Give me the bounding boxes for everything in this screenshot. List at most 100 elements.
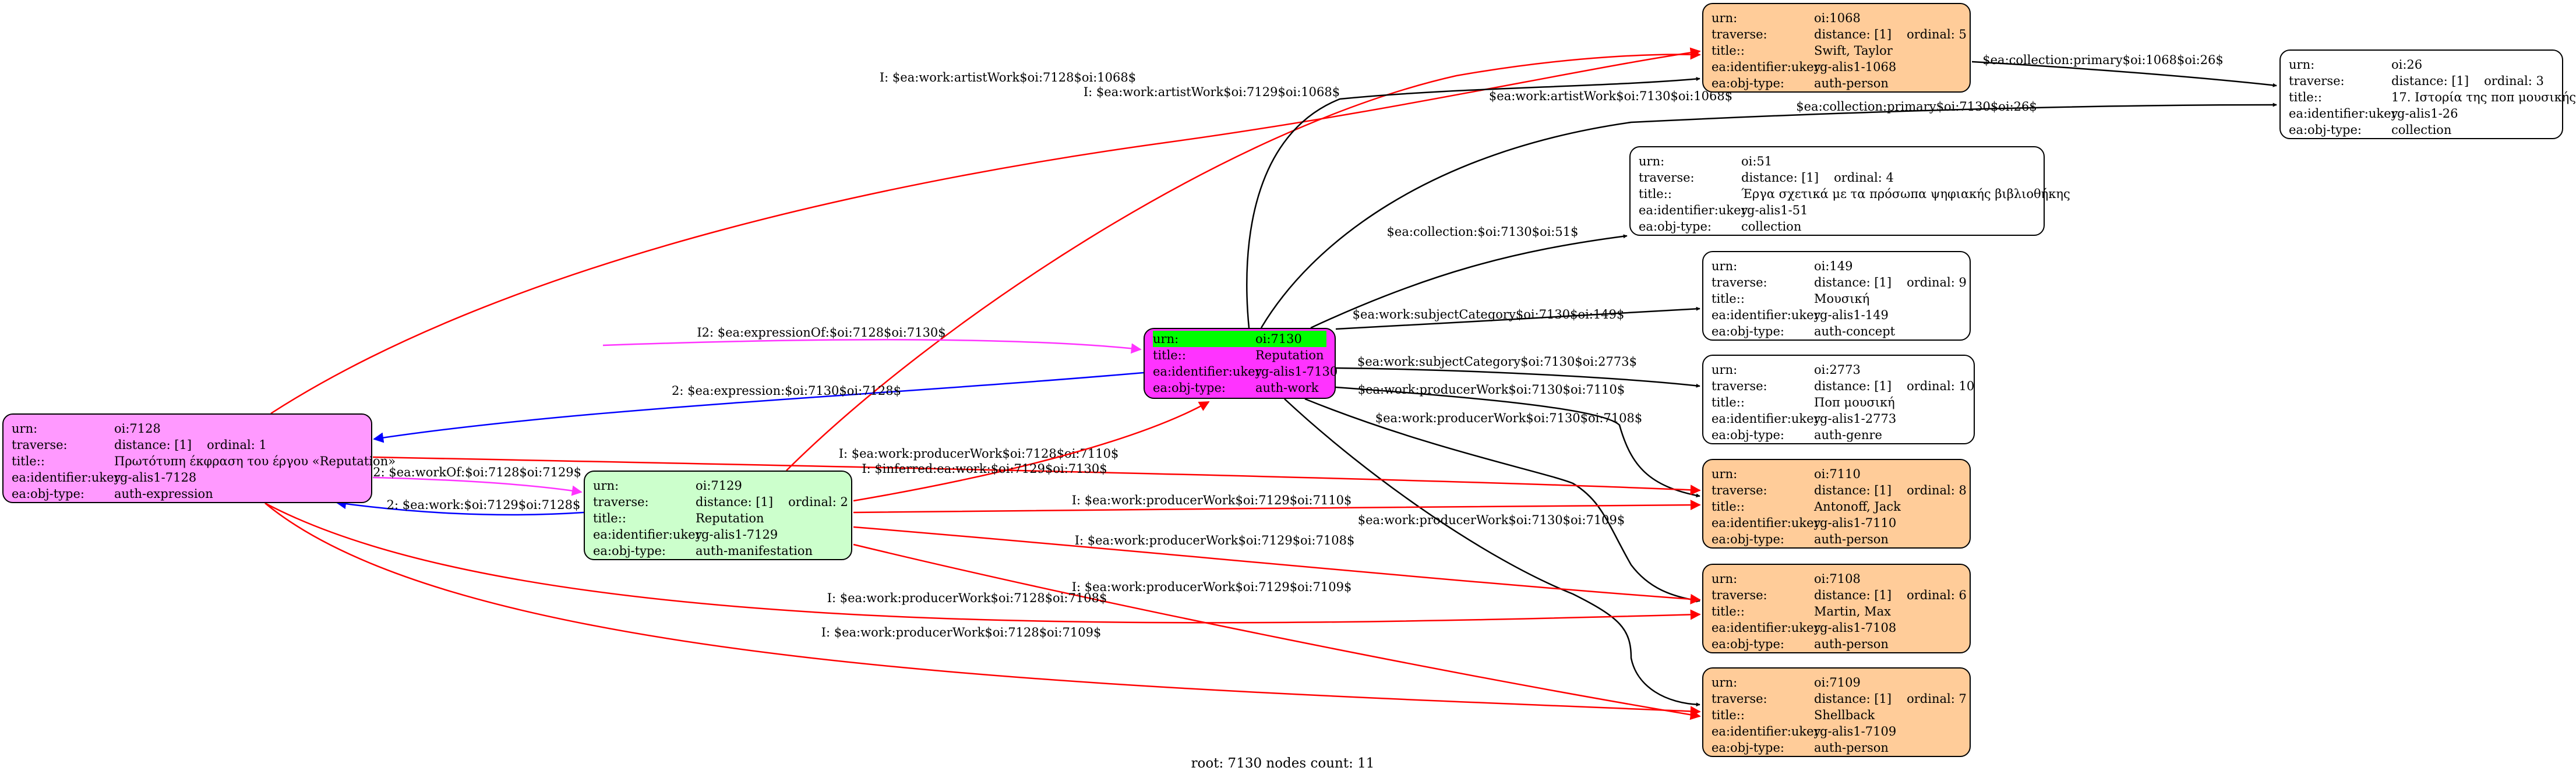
edge-label: I: $ea:work:producerWork$oi:7128$oi:7108… bbox=[827, 591, 1107, 605]
node-field: title::Martin, Max bbox=[1712, 603, 1961, 620]
edge-line bbox=[1260, 102, 2277, 328]
field-ordinal: ordinal: 9 bbox=[1907, 275, 1967, 289]
field-value: oi:51 bbox=[1741, 154, 1773, 168]
edge: I: $ea:work:producerWork$oi:7129$oi:7108… bbox=[853, 526, 1701, 604]
edge-line bbox=[853, 500, 1701, 514]
field-value: oi:149 bbox=[1814, 259, 1853, 273]
field-key: ea:obj-type: bbox=[1712, 76, 1784, 90]
edge-line bbox=[1335, 386, 1700, 498]
edge: I: $ea:work:producerWork$oi:7129$oi:7110… bbox=[853, 493, 1701, 514]
field-value: Reputation bbox=[1255, 348, 1324, 362]
edge-label: I: $ea:work:artistWork$oi:7128$oi:1068$ bbox=[880, 70, 1136, 84]
field-key: ea:obj-type: bbox=[1639, 220, 1712, 234]
edge-label: $ea:collection:$oi:7130$oi:51$ bbox=[1387, 225, 1579, 239]
edge-line bbox=[1310, 234, 1628, 329]
node-field: title::Antonoff, Jack bbox=[1712, 498, 1961, 515]
edge: $ea:work:producerWork$oi:7130$oi:7109$ bbox=[1284, 398, 1700, 707]
field-key: ea:identifier:ukey bbox=[1712, 308, 1821, 322]
field-value: rg-alis1-149 bbox=[1814, 308, 1889, 322]
edge: I: $ea:work:producerWork$oi:7129$oi:7109… bbox=[853, 543, 1701, 720]
edge-line bbox=[372, 476, 583, 496]
edge: $ea:work:producerWork$oi:7130$oi:7110$ bbox=[1335, 383, 1700, 498]
field-value: auth-expression bbox=[114, 487, 213, 501]
field-value: distance: [1] bbox=[2391, 74, 2469, 88]
field-key: urn: bbox=[1712, 467, 1738, 481]
field-ordinal: ordinal: 1 bbox=[207, 438, 267, 452]
field-key: ea:obj-type: bbox=[593, 544, 666, 558]
edge-line bbox=[372, 456, 1701, 496]
field-value: distance: [1] bbox=[1814, 275, 1892, 289]
field-key: title:: bbox=[2289, 90, 2322, 104]
node-field: title::17. Ιστορία της ποπ μουσικής bbox=[2289, 89, 2576, 105]
field-key: ea:obj-type: bbox=[12, 487, 84, 501]
edge-line bbox=[373, 372, 1144, 443]
field-key: title:: bbox=[12, 454, 45, 468]
field-value: auth-person bbox=[1814, 741, 1889, 755]
field-value: oi:26 bbox=[2391, 58, 2423, 72]
field-value: distance: [1] bbox=[696, 495, 774, 509]
node-field: traverse:distance: [1]ordinal: 6 bbox=[1712, 587, 1967, 603]
field-value: rg-alis1-1068 bbox=[1814, 60, 1897, 74]
edge-label: I: $inferred:ea:work:$oi:7129$oi:7130$ bbox=[862, 462, 1107, 476]
node-field: urn:oi:7110 bbox=[1712, 466, 1961, 482]
edge-label: I: $ea:work:producerWork$oi:7129$oi:7108… bbox=[1075, 533, 1355, 547]
field-value: auth-person bbox=[1814, 532, 1889, 546]
field-key: title:: bbox=[593, 511, 626, 525]
field-ordinal: ordinal: 5 bbox=[1907, 27, 1967, 41]
field-key: ea:identifier:ukey bbox=[1153, 365, 1262, 379]
field-value: auth-concept bbox=[1814, 324, 1896, 338]
edge-line bbox=[270, 47, 1701, 415]
field-value: rg-alis1-7110 bbox=[1814, 516, 1897, 530]
field-value: rg-alis1-7108 bbox=[1814, 621, 1897, 635]
field-value: oi:2773 bbox=[1814, 363, 1861, 377]
node-field: traverse:distance: [1]ordinal: 2 bbox=[593, 494, 848, 510]
field-value: Ποπ μουσική bbox=[1814, 395, 1895, 409]
field-key: ea:obj-type: bbox=[2289, 123, 2362, 137]
field-value: oi:7129 bbox=[696, 479, 742, 493]
edge: $ea:collection:$oi:7130$oi:51$ bbox=[1310, 225, 1628, 329]
field-key: traverse: bbox=[1639, 171, 1695, 185]
node-field: traverse:distance: [1]ordinal: 1 bbox=[12, 437, 363, 453]
field-ordinal: ordinal: 7 bbox=[1907, 692, 1967, 706]
node-field: urn:oi:149 bbox=[1712, 258, 1961, 274]
node-field: ea:obj-type:auth-person bbox=[1712, 636, 1961, 652]
node-field: title::Swift, Taylor bbox=[1712, 43, 1961, 59]
field-key: ea:identifier:ukey bbox=[593, 528, 703, 542]
node-field: ea:obj-type: collection bbox=[2289, 122, 2554, 138]
field-key: urn: bbox=[1712, 572, 1738, 586]
edge: 2: $ea:work:$oi:7129$oi:7128$ bbox=[336, 498, 584, 516]
field-value: collection bbox=[2391, 123, 2452, 137]
field-value: oi:1068 bbox=[1814, 11, 1861, 25]
field-value: auth-manifestation bbox=[696, 544, 813, 558]
edge-line bbox=[1284, 398, 1700, 707]
field-key: title:: bbox=[1712, 500, 1745, 514]
field-value: distance: [1] bbox=[1814, 483, 1892, 497]
field-value: distance: [1] bbox=[1814, 692, 1892, 706]
edge-label: I2: $ea:workOf:$oi:7128$oi:7129$ bbox=[368, 465, 581, 479]
node-field: urn:oi:7108 bbox=[1712, 571, 1961, 587]
node-field: urn:oi:7130 bbox=[1153, 331, 1326, 347]
edge-label: $ea:work:subjectCategory$oi:7130$oi:149$ bbox=[1353, 307, 1625, 321]
edge-label: $ea:collection:primary$oi:7130$oi:26$ bbox=[1796, 100, 2037, 114]
edge: $ea:work:artistWork$oi:7130$oi:1068$ bbox=[1246, 77, 1732, 328]
node-field: title::Shellback bbox=[1712, 707, 1961, 723]
node-field: ea:obj-type: auth-expression bbox=[12, 486, 363, 502]
